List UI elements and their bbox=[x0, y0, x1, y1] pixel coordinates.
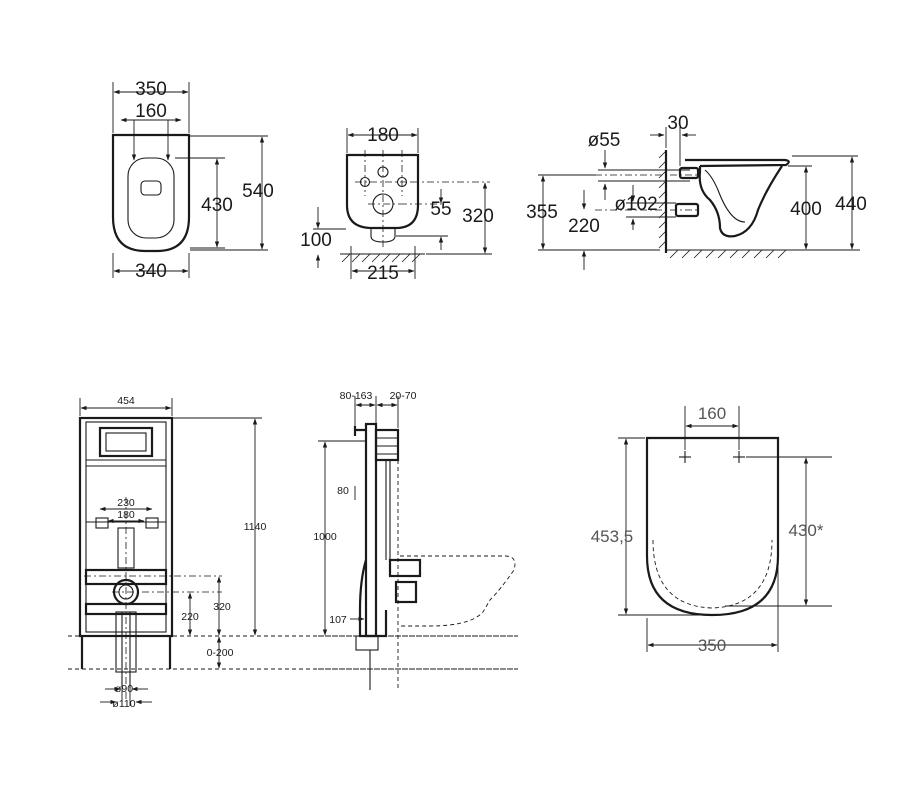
front-width-top-label: 350 bbox=[135, 79, 167, 100]
rear-bowl-outline bbox=[345, 153, 420, 230]
seat-hinge-spacing-label: 160 bbox=[698, 404, 726, 423]
frame-depth-range-1-label: 80-163 bbox=[340, 390, 373, 402]
frame-height-220-label: 220 bbox=[181, 611, 199, 623]
frame-side-view: 80-163 20-70 80 1000 107 bbox=[313, 390, 518, 690]
front-fixing-to-bottom-label: 430 bbox=[201, 195, 233, 216]
seat-view: 160 453,5 430* 350 bbox=[591, 404, 832, 655]
frame-depth-range-2-label: 20-70 bbox=[390, 390, 417, 402]
frame-pipe-90-label: ø90 bbox=[115, 683, 133, 695]
frame-height-1140-label: 1140 bbox=[244, 521, 267, 533]
front-total-height-label: 540 bbox=[242, 181, 274, 202]
frame-dim-80-label: 80 bbox=[337, 485, 349, 497]
side-outlet-diameter-label: ø102 bbox=[614, 194, 657, 215]
front-seat-recess bbox=[127, 157, 175, 239]
rear-fixing-spacing-label: 215 bbox=[367, 263, 399, 284]
frame-width-label: 454 bbox=[117, 395, 135, 407]
side-seat-lid bbox=[685, 158, 790, 168]
front-outlet-slot bbox=[140, 180, 162, 196]
side-rim-height-label: 440 bbox=[835, 194, 867, 215]
front-fixing-spacing-label: 160 bbox=[135, 101, 167, 122]
side-view: 30 ø55 ø102 355 220 400 440 bbox=[526, 113, 867, 270]
front-view: 350 160 340 430 540 bbox=[111, 79, 274, 282]
frame-height-320-label: 320 bbox=[213, 601, 231, 613]
side-wall-offset-label: 30 bbox=[667, 113, 688, 134]
seat-hinge-right bbox=[733, 451, 745, 463]
frame-pipe-110-label: ø110 bbox=[112, 698, 135, 710]
frame-adjust-range-label: 0-200 bbox=[207, 647, 234, 659]
side-bowl-height-label: 400 bbox=[790, 199, 822, 220]
rear-outlet-projection-label: 100 bbox=[300, 230, 332, 251]
frame-width-180-label: 180 bbox=[117, 509, 135, 521]
rear-fixing-height-label: 55 bbox=[430, 199, 451, 220]
frame-side-bowl-outline bbox=[400, 555, 516, 627]
seat-outline bbox=[645, 436, 780, 617]
front-width-bottom-label: 340 bbox=[135, 261, 167, 282]
rear-view: 180 55 320 100 215 bbox=[300, 125, 494, 284]
front-bowl-outline bbox=[111, 133, 191, 253]
side-inlet-height-label: 355 bbox=[526, 202, 558, 223]
seat-length-label: 453,5 bbox=[591, 527, 634, 546]
frame-width-230-label: 230 bbox=[117, 497, 135, 509]
frame-dim-107-label: 107 bbox=[329, 614, 347, 626]
seat-hinge-to-front-label: 430* bbox=[789, 521, 824, 540]
rear-top-width-label: 180 bbox=[367, 125, 399, 146]
seat-inner-dashed bbox=[652, 539, 773, 609]
side-inlet-diameter-label: ø55 bbox=[588, 130, 621, 151]
seat-width-label: 350 bbox=[698, 636, 726, 655]
side-bowl-profile bbox=[698, 165, 783, 238]
side-outlet-height-label: 220 bbox=[568, 216, 600, 237]
frame-dim-1000-label: 1000 bbox=[313, 531, 337, 543]
seat-hinge-left bbox=[679, 451, 691, 463]
rear-outlet-height-label: 320 bbox=[462, 206, 494, 227]
frame-front-view: 454 230 180 1140 320 220 0-200 ø90 ø110 bbox=[68, 395, 518, 710]
